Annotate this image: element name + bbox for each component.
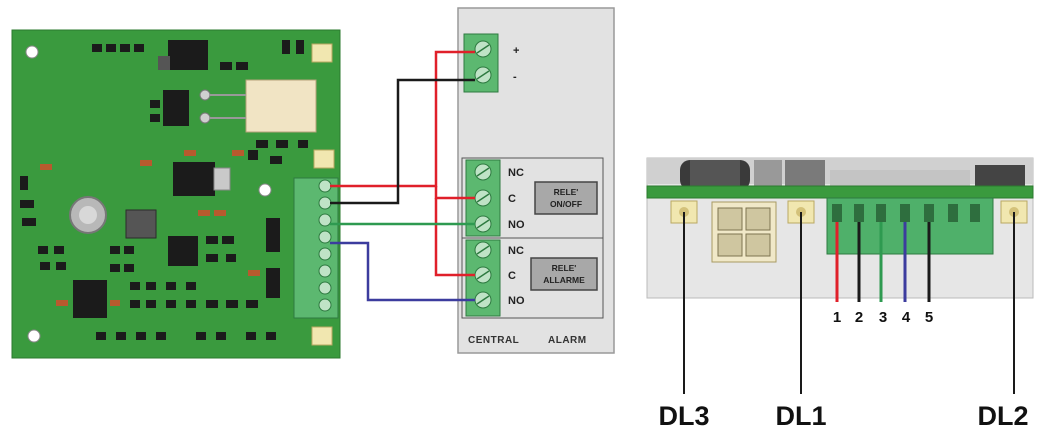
device-side-view: 1 2 3 4 5 DL3 DL1 DL2 (646, 157, 1034, 431)
terminal-plus-label: + (513, 45, 519, 57)
wires (330, 50, 475, 302)
central-alarm-panel: + - NC C NO NC C NO RELE' (457, 7, 615, 354)
led-label-dl1: DL1 (775, 401, 826, 431)
pin-number-1: 1 (833, 309, 841, 326)
pcb-board (11, 29, 341, 359)
wire-black (330, 78, 475, 205)
pin-number-4: 4 (902, 309, 911, 326)
relay-alarm-label-line1: RELE' (552, 263, 577, 273)
terminal-no1-label: NO (508, 219, 525, 231)
led-label-dl3: DL3 (658, 401, 709, 431)
wire-red (330, 50, 475, 188)
led-label-dl2: DL2 (977, 401, 1028, 431)
terminal-nc1-label: NC (508, 167, 524, 179)
pin-number-3: 3 (879, 309, 887, 326)
relay-terminal-screws (474, 163, 492, 309)
relay-alarm-label-line2: ALLARME (543, 275, 585, 285)
wire-blue (330, 241, 475, 302)
terminal-c1-label: C (508, 193, 516, 205)
footer-central-label: CENTRAL (468, 335, 519, 346)
terminal-nc2-label: NC (508, 245, 524, 257)
relay-onoff-label-line2: ON/OFF (550, 199, 582, 209)
pin-number-2: 2 (855, 309, 863, 326)
footer-alarm-label: ALARM (548, 335, 587, 346)
terminal-minus-label: - (513, 71, 517, 83)
pin-number-5: 5 (925, 309, 933, 326)
terminal-c2-label: C (508, 270, 516, 282)
terminal-no2-label: NO (508, 295, 525, 307)
pcb-terminal-screws (318, 179, 332, 312)
relay-onoff-label-line1: RELE' (554, 187, 579, 197)
